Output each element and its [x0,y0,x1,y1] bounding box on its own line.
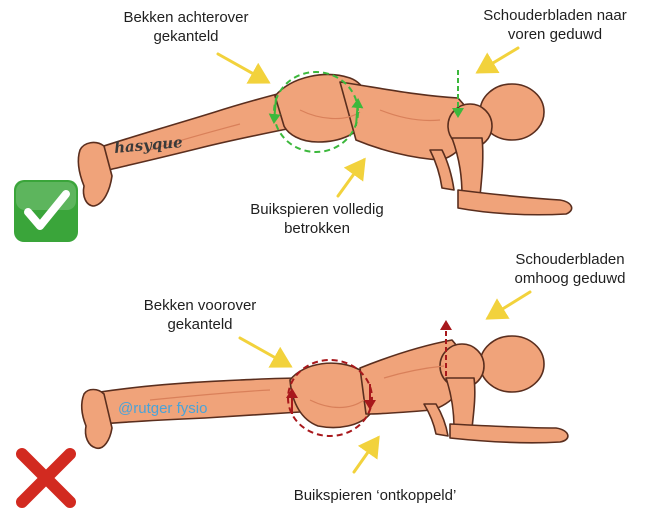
correct-upper-arm [452,138,483,196]
arrow-correct-pelvis [218,54,268,82]
incorrect-pelvis-label: Bekken voorover gekanteld [120,296,280,334]
correct-pelvis-label: Bekken achterover gekanteld [96,8,276,46]
arrow-incorrect-pelvis [240,338,290,366]
arrow-correct-abs [338,160,364,196]
correct-shoulder-label: Schouderbladen naar voren geduwd [470,6,640,44]
arrow-correct-shoulder [478,48,518,72]
correct-forearm [458,190,572,215]
incorrect-abs-label: Buikspieren ‘ontkoppeld’ [260,486,490,505]
arrow-incorrect-abs [354,438,378,472]
incorrect-head [480,336,544,392]
rutger-fysio-watermark: @rutger fysio [118,400,207,417]
incorrect-shoulder-label: Schouderbladen omhoog geduwd [500,250,640,288]
incorrect-upper-arm [446,378,475,428]
correct-badge [14,180,78,242]
cross-mark-icon [22,454,70,502]
correct-legs [92,92,292,172]
incorrect-back-arm [424,404,448,436]
arrow-incorrect-shoulder [488,292,530,318]
incorrect-forearm [450,424,568,443]
correct-abs-label: Buikspieren volledig betrokken [232,200,402,238]
incorrect-plank-figure [82,336,568,448]
incorrect-badge [22,454,70,502]
